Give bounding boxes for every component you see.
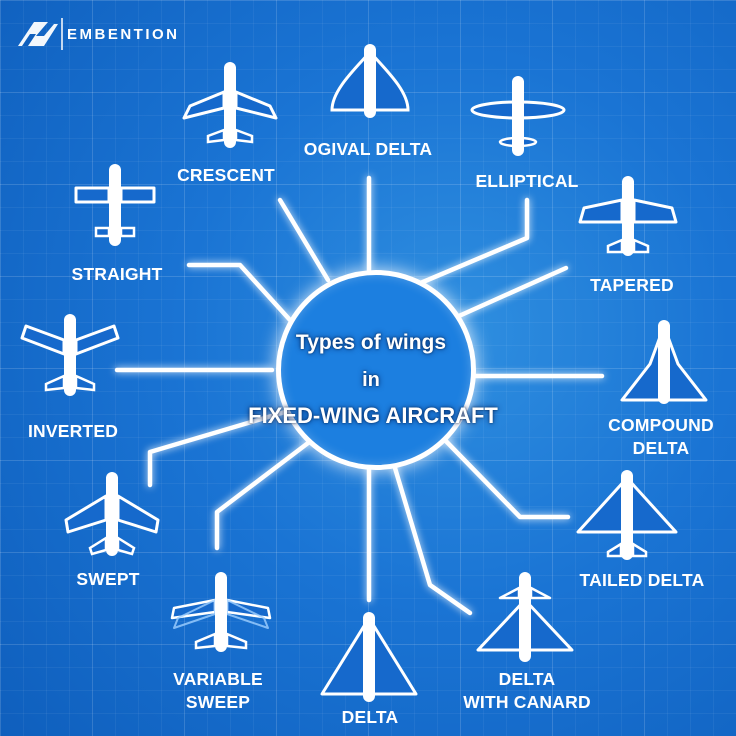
connector-elliptical: [401, 197, 530, 293]
connector-delta-with-canard: [389, 455, 473, 616]
label-ogival-delta: OGIVAL DELTA: [303, 139, 433, 159]
center-hub: [276, 270, 476, 470]
label-variable-sweep-line2: SWEEP: [185, 692, 251, 712]
label-inverted: INVERTED: [27, 421, 119, 441]
center-title-line2: in: [362, 369, 380, 391]
center-title-line3: FIXED-WING AIRCRAFT: [248, 403, 498, 428]
label-compound-delta-line2: DELTA: [632, 438, 690, 458]
label-delta: DELTA: [341, 707, 399, 727]
connector-tapered: [447, 265, 569, 323]
label-delta-with-canard-line1: DELTA: [498, 669, 556, 689]
crescent-wing-icon: [182, 62, 278, 148]
label-delta-with-canard: DELTA WITH CANARD: [438, 668, 616, 714]
label-swept: SWEPT: [76, 569, 140, 589]
elliptical-wing-icon: [470, 76, 566, 156]
label-delta-with-canard-line2: WITH CANARD: [463, 692, 591, 712]
label-variable-sweep-line1: VARIABLE: [173, 669, 263, 689]
embention-logo-icon: [18, 18, 63, 50]
label-elliptical: ELLIPTICAL: [475, 171, 579, 191]
connector-crescent: [277, 197, 331, 283]
label-tapered: TAPERED: [590, 275, 674, 295]
delta-with-canard-wing-icon: [476, 572, 574, 662]
compound-delta-wing-icon: [620, 320, 708, 404]
label-tailed-delta: TAILED DELTA: [579, 570, 705, 590]
connector-tailed-delta: [437, 432, 571, 520]
label-compound-delta: COMPOUND DELTA: [586, 414, 736, 460]
label-straight: STRAIGHT: [71, 264, 163, 284]
label-variable-sweep: VARIABLE SWEEP: [148, 668, 288, 714]
inverted-wing-icon: [20, 314, 120, 396]
straight-wing-icon: [74, 164, 156, 246]
tapered-wing-icon: [578, 176, 678, 256]
ogival-delta-wing-icon: [330, 44, 410, 118]
label-compound-delta-line1: COMPOUND: [608, 415, 714, 435]
connector-variable-sweep: [214, 437, 315, 551]
connector-swept: [147, 409, 288, 488]
brand-name: EMBENTION: [67, 26, 180, 43]
center-title-line1: Types of wings: [295, 331, 447, 354]
label-crescent: CRESCENT: [177, 165, 275, 185]
variable-sweep-wing-icon: [170, 572, 272, 652]
connector-straight: [186, 262, 293, 323]
swept-wing-icon: [64, 472, 160, 556]
delta-wing-icon: [320, 612, 418, 702]
tailed-delta-wing-icon: [576, 470, 678, 560]
